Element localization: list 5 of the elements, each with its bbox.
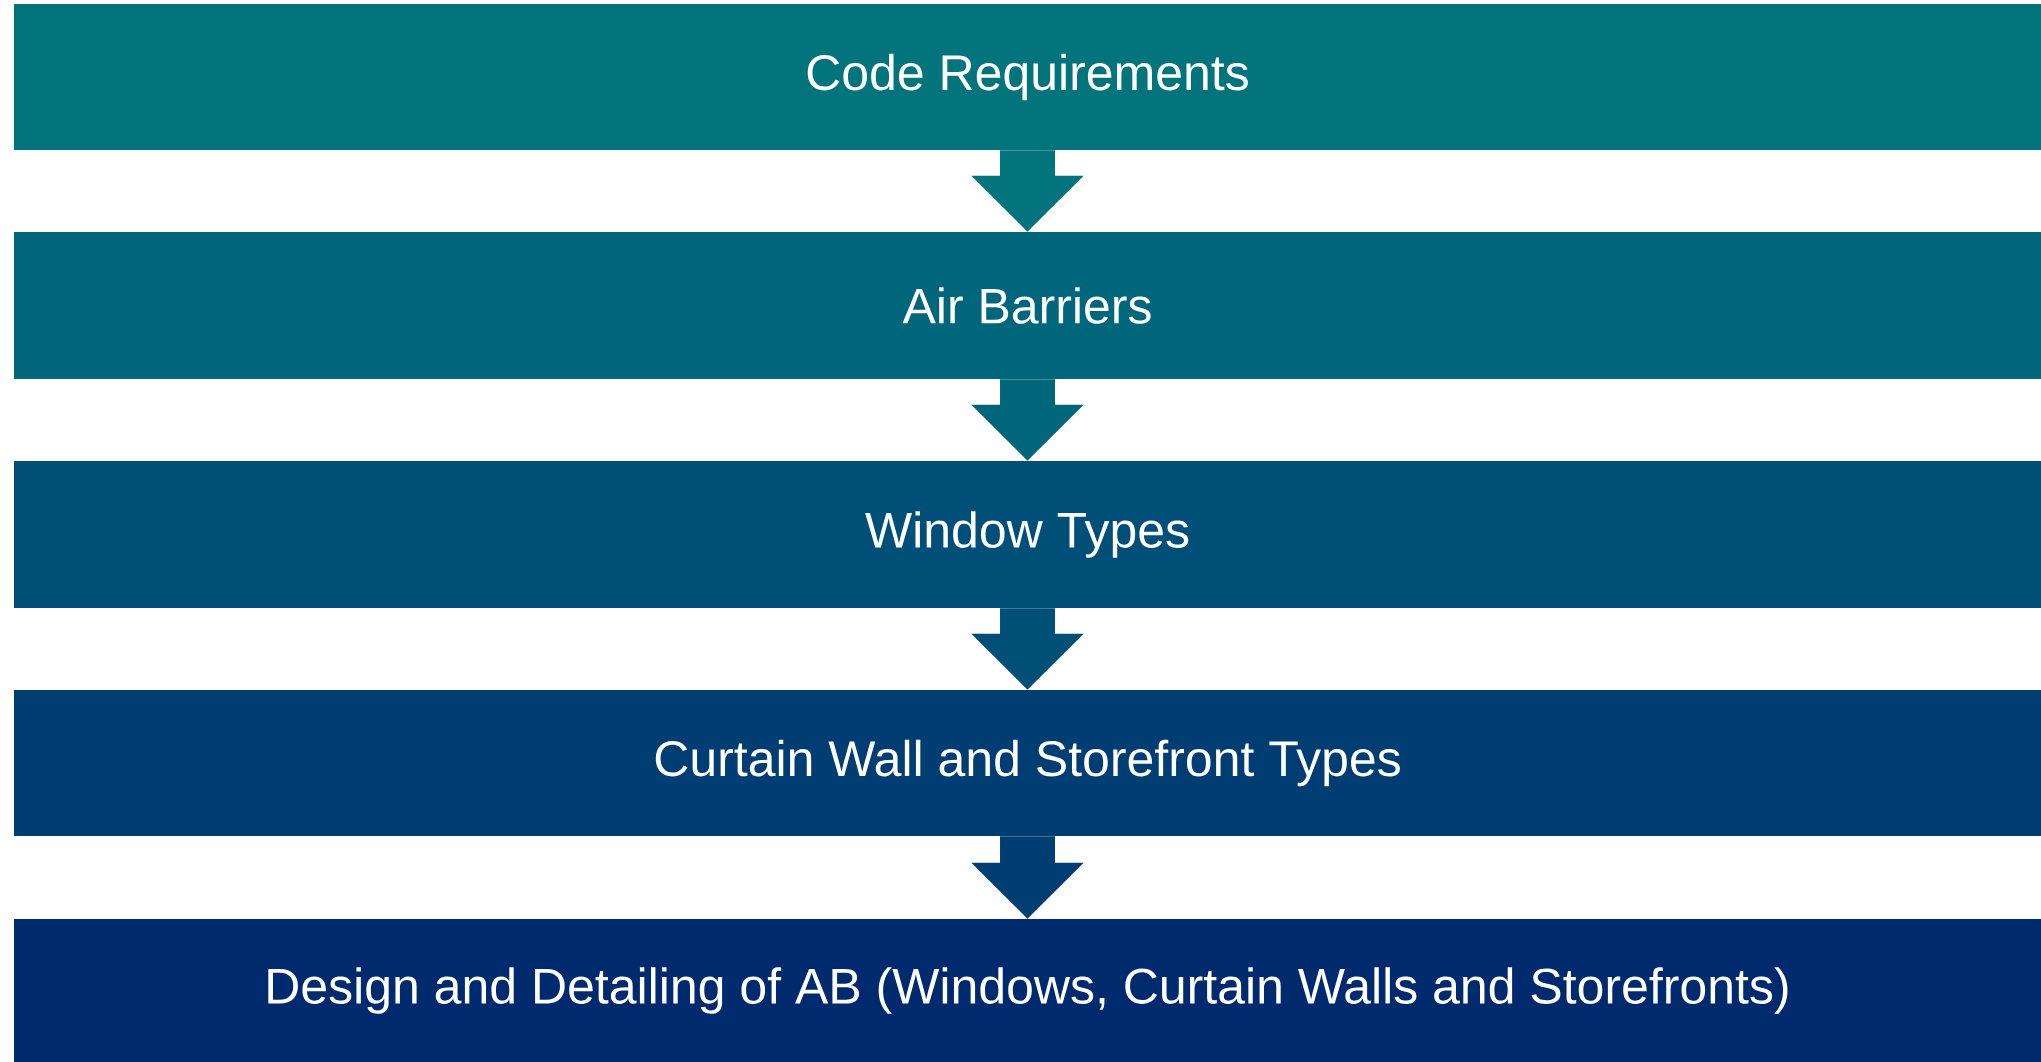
process-box: Air Barriers — [14, 232, 2041, 379]
process-box: Window Types — [14, 461, 2041, 608]
process-box: Code Requirements — [14, 4, 2041, 150]
process-box: Design and Detailing of AB (Windows, Curtain Walls and Storefronts) — [14, 919, 2041, 1062]
process-box: Curtain Wall and Storefront Types — [14, 690, 2041, 836]
